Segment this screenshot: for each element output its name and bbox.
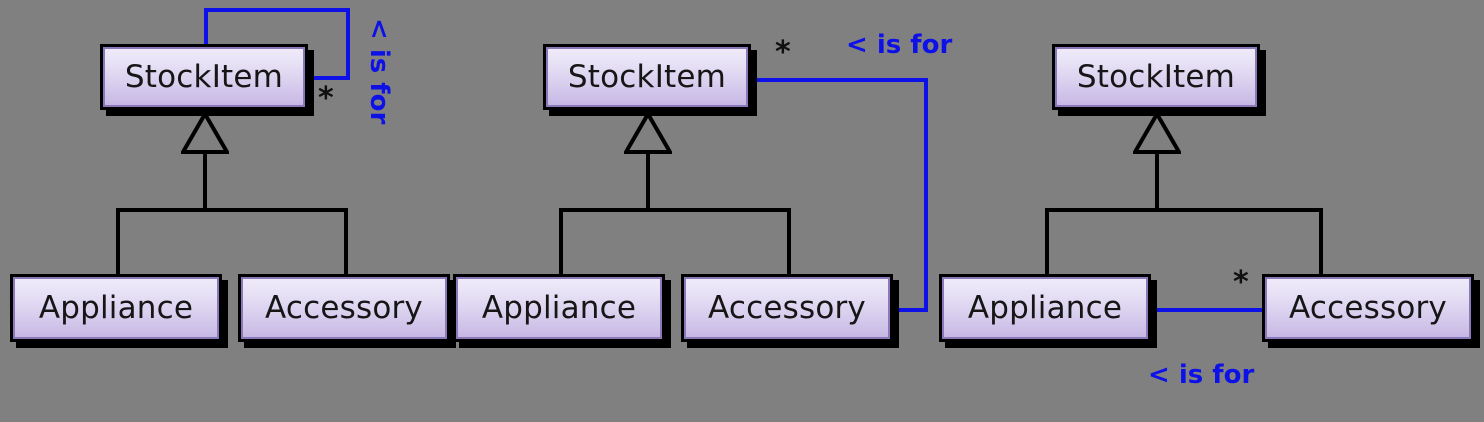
class-box-stockitem-3[interactable]: StockItem: [1052, 44, 1260, 110]
generalization-drop-left-3: [1045, 208, 1049, 274]
generalization-drop-right-2: [787, 208, 791, 274]
class-name-label: Accessory: [708, 289, 866, 326]
self-assoc-up-1: [204, 8, 208, 50]
class-name-label: Accessory: [1289, 289, 1447, 326]
class-name-label: Appliance: [481, 289, 637, 326]
class-name-label: StockItem: [567, 58, 727, 95]
class-name-label: StockItem: [124, 58, 284, 95]
class-box-appliance-3[interactable]: Appliance: [939, 274, 1151, 342]
generalization-trunk-2: [646, 146, 650, 210]
class-name-label: StockItem: [1076, 58, 1236, 95]
assoc-bottom-run-2: [888, 308, 928, 312]
class-box-stockitem-1[interactable]: StockItem: [100, 44, 308, 110]
class-box-accessory-1[interactable]: Accessory: [238, 274, 450, 342]
generalization-triangle-3: [1133, 112, 1181, 154]
assoc-sibling-run-3: [1150, 308, 1268, 312]
generalization-drop-right-3: [1319, 208, 1323, 274]
assoc-top-run-2: [750, 78, 928, 82]
generalization-trunk-3: [1155, 146, 1159, 210]
generalization-trunk-1: [203, 146, 207, 210]
association-label-2: < is for: [846, 30, 953, 60]
generalization-drop-left-1: [116, 208, 120, 274]
association-label-3: < is for: [1148, 360, 1255, 390]
class-name-label: Accessory: [265, 289, 423, 326]
class-name-label: Appliance: [38, 289, 194, 326]
class-box-stockitem-2[interactable]: StockItem: [543, 44, 751, 110]
multiplicity-star-3: *: [1233, 265, 1249, 300]
class-box-appliance-1[interactable]: Appliance: [10, 274, 222, 342]
generalization-crossbar-3: [1045, 208, 1323, 212]
class-box-accessory-3[interactable]: Accessory: [1262, 274, 1474, 342]
class-box-appliance-2[interactable]: Appliance: [453, 274, 665, 342]
generalization-triangle-2: [624, 112, 672, 154]
class-name-label: Appliance: [967, 289, 1123, 326]
class-box-accessory-2[interactable]: Accessory: [681, 274, 893, 342]
generalization-crossbar-2: [559, 208, 791, 212]
generalization-crossbar-1: [116, 208, 348, 212]
generalization-triangle-1: [181, 112, 229, 154]
multiplicity-star-2: *: [775, 35, 791, 70]
self-assoc-in-1: [307, 76, 350, 80]
assoc-vertical-run-2: [924, 78, 928, 312]
association-label-1: < is for: [364, 18, 394, 125]
generalization-drop-left-2: [559, 208, 563, 274]
self-assoc-down-1: [346, 8, 350, 80]
multiplicity-star-1: *: [318, 81, 334, 116]
self-assoc-top-1: [204, 8, 350, 12]
generalization-drop-right-1: [344, 208, 348, 274]
